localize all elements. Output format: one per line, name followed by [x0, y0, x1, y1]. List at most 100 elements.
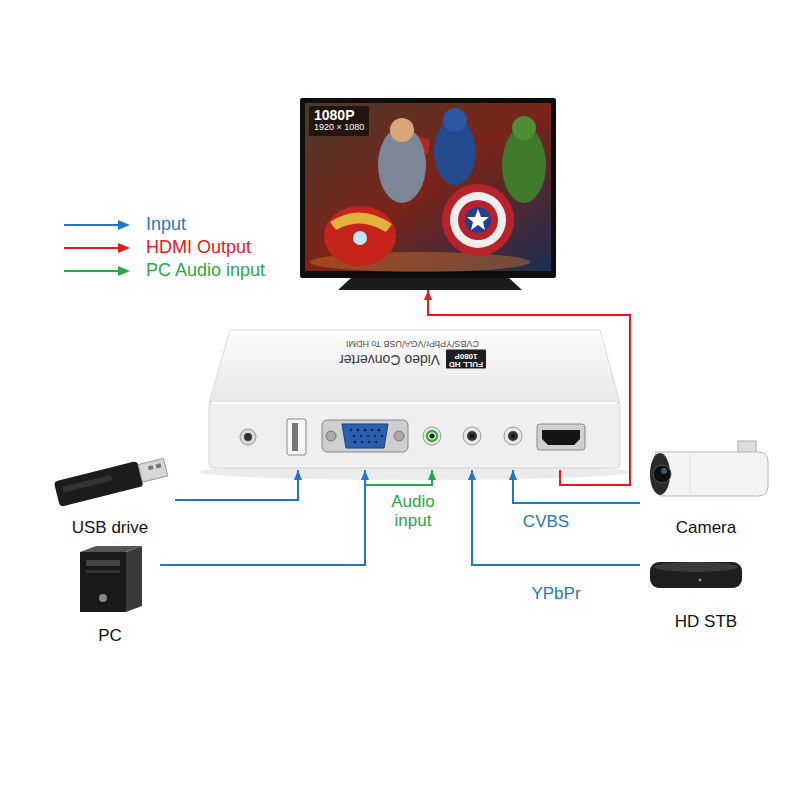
set-top-box-icon [699, 579, 702, 582]
usb-drive: USB drive [45, 445, 175, 540]
converter-housing [209, 402, 620, 468]
signal-label: CVBS [521, 513, 571, 532]
camera-icon [650, 441, 768, 496]
television-picture [353, 231, 367, 245]
legend-line [64, 224, 122, 226]
camera-icon [690, 455, 691, 493]
set-top-box-icon [654, 562, 738, 572]
pc: PC [60, 545, 160, 648]
pc-icon [99, 594, 107, 602]
legend-swatch [62, 264, 132, 278]
camera-icon [661, 468, 667, 474]
legend-text: Input [146, 214, 186, 235]
device-label: Camera [676, 518, 736, 538]
legend-row: Input [62, 213, 265, 236]
pc-icon [80, 546, 142, 552]
usb-port [292, 423, 298, 451]
television-picture [330, 212, 392, 232]
power-port [240, 429, 256, 445]
vga-port [394, 431, 404, 441]
vga-port [354, 441, 357, 444]
legend-line [64, 247, 122, 249]
vga-port [326, 431, 336, 441]
television-picture [443, 108, 467, 132]
product-name: Video Converter [339, 352, 440, 367]
product-label-row: FULL HD1080PVideo Converter [339, 350, 486, 369]
vga-port [367, 435, 370, 438]
legend-swatch [62, 218, 132, 232]
television-picture [338, 277, 522, 290]
power-port [244, 433, 252, 441]
usb-drive-icon [138, 458, 168, 482]
vga-port [368, 441, 371, 444]
television-picture [390, 118, 414, 142]
legend-arrowhead [118, 243, 130, 253]
television: 1080P1920 × 1080 [300, 98, 556, 290]
hdmi-port [537, 424, 585, 450]
power-port [240, 429, 256, 445]
product-label: FULL HD1080PVideo ConverterCVBS/YPbPr/VG… [275, 338, 550, 369]
legend-arrowhead [118, 266, 130, 276]
vga-port [350, 429, 384, 444]
television-picture [465, 207, 491, 233]
device-label: HD STB [675, 612, 737, 632]
usb-drive-icon [62, 475, 112, 493]
pc-icon [80, 552, 126, 612]
legend-text: PC Audio input [146, 260, 265, 281]
pc-icon [126, 546, 142, 612]
usb-port [287, 419, 306, 455]
connector [428, 290, 630, 485]
converter-housing [209, 330, 620, 403]
television-picture [300, 98, 556, 290]
vga-port [322, 420, 408, 452]
av-jack [508, 431, 518, 441]
legend-line [64, 270, 122, 272]
set-top-box-icon [650, 562, 742, 588]
signal-label: Audio input [381, 493, 445, 530]
av-jack [463, 427, 522, 445]
product-subtitle: CVBS/YPbPr/VGA/USB To HDMI [346, 338, 479, 349]
hd-stb: HD STB [640, 552, 772, 634]
vga-port [371, 429, 374, 432]
camera-icon [650, 453, 670, 495]
badge-text: 1080P [454, 351, 477, 359]
pc-icon [86, 570, 120, 573]
television-picture [512, 116, 536, 140]
audio-jack [423, 427, 441, 445]
usb-drive-icon [54, 455, 169, 507]
television-picture [458, 200, 498, 240]
av-jack [470, 434, 474, 438]
television-picture [300, 98, 556, 278]
vga-port [361, 441, 364, 444]
device-label: PC [98, 626, 122, 646]
connector [160, 470, 365, 565]
connector [513, 470, 640, 503]
av-jack [511, 434, 515, 438]
vga-port [353, 435, 356, 438]
vga-port [375, 441, 378, 444]
hdmi-port [542, 430, 580, 445]
legend-row: PC Audio input [62, 259, 265, 282]
connectors [160, 290, 640, 565]
legend-arrowhead [118, 220, 130, 230]
camera: Camera [640, 440, 772, 540]
converter-housing [200, 330, 630, 480]
television-picture [305, 103, 551, 271]
vga-port [350, 429, 353, 432]
set-top-box-icon [650, 562, 742, 588]
device-label: USB drive [72, 518, 149, 538]
camera-icon [655, 452, 768, 496]
av-jack [463, 427, 481, 445]
resolution-text: 1920 × 1080 [314, 123, 364, 133]
legend-text: HDMI Output [146, 237, 251, 258]
audio-jack [430, 434, 435, 439]
resolution-text: 1080P [314, 108, 364, 123]
av-jack [504, 427, 522, 445]
usb-drive-icon [54, 461, 144, 507]
vga-port [360, 435, 363, 438]
legend-swatch [62, 241, 132, 255]
